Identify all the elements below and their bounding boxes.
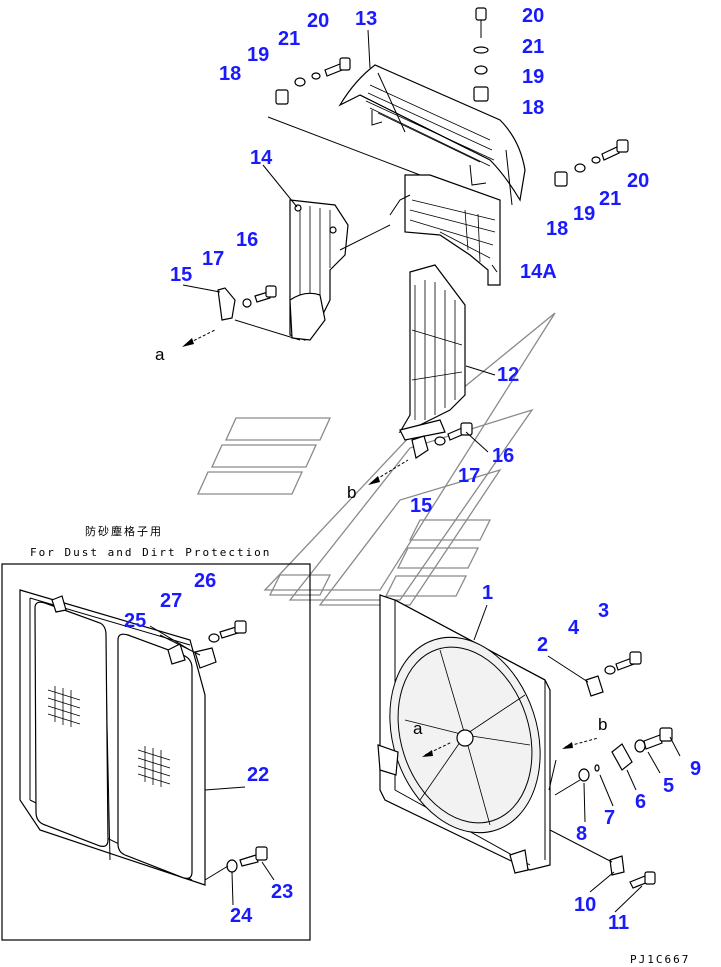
radiator-fan-guard-1 (377, 594, 551, 874)
view-tag: a (413, 719, 423, 738)
callout: 19 (522, 66, 544, 88)
callout: 3 (598, 600, 609, 622)
hardware-12-bracket (411, 422, 473, 459)
callout: 21 (278, 28, 300, 50)
callout: 15 (410, 495, 432, 517)
callout: 2 (537, 634, 548, 656)
callout: 9 (690, 758, 701, 780)
callout: 18 (546, 218, 568, 240)
view-arrow-b-lower: b (562, 715, 607, 749)
callout: 17 (202, 248, 224, 270)
view-tag: a (155, 345, 165, 364)
hardware-guard (548, 651, 673, 889)
callout: 14 (250, 147, 273, 169)
callout: 24 (230, 905, 253, 927)
view-arrow-a-lower: a (413, 719, 453, 757)
callout: 16 (492, 445, 514, 467)
drawing-code: PJ1C667 (630, 953, 690, 966)
hardware-mid-right (554, 139, 629, 187)
callout: 7 (604, 807, 615, 829)
shroud-lower-12 (398, 264, 466, 441)
caption-jp: 防砂塵格子用 (85, 524, 163, 538)
shroud-side-14 (289, 199, 349, 341)
hardware-top-right (473, 7, 489, 102)
callout: 12 (497, 364, 519, 386)
callout: 19 (573, 203, 595, 225)
callout: 4 (568, 617, 580, 639)
callout: 26 (194, 570, 216, 592)
callout: 13 (355, 8, 377, 30)
view-arrow-b-upper: b (347, 459, 409, 502)
mesh-pattern (47, 686, 171, 787)
callout: 19 (247, 44, 269, 66)
assembly-leaders (234, 72, 421, 341)
callout: 17 (458, 465, 480, 487)
callout: 11 (608, 912, 629, 934)
dust-protection-inset: 防砂塵格子用 For Dust and Dirt Protection (1, 524, 311, 941)
callout: 1 (482, 582, 493, 604)
callout: 8 (576, 823, 587, 845)
callout: 27 (160, 590, 182, 612)
callout: 20 (307, 10, 329, 32)
callout: 21 (599, 188, 621, 210)
callout: 15 (170, 264, 192, 286)
callout: 18 (219, 63, 241, 85)
callout: 20 (522, 5, 544, 27)
callout: 23 (271, 881, 293, 903)
callout-leaders (149, 29, 681, 913)
callout: 14A (520, 261, 557, 283)
view-arrow-a-upper: a (155, 329, 216, 364)
callout: 20 (627, 170, 649, 192)
callout: 18 (522, 97, 544, 119)
callout: 6 (635, 791, 646, 813)
callout: 22 (247, 764, 269, 786)
hardware-top-left (275, 57, 351, 105)
inset-frame (1, 563, 311, 941)
callout: 25 (124, 610, 146, 632)
view-tag: b (598, 715, 607, 734)
caption-en: For Dust and Dirt Protection (30, 546, 271, 559)
shroud-upper-14A (389, 174, 501, 286)
shroud-upper-13 (338, 64, 526, 206)
view-tag: b (347, 483, 356, 502)
callout: 10 (574, 894, 596, 916)
hardware-14-bracket (217, 285, 277, 321)
callout: 21 (522, 36, 544, 58)
callout: 16 (236, 229, 258, 251)
callouts: 20 21 13 19 18 20 21 19 18 20 21 19 18 1… (124, 5, 701, 934)
callout: 5 (663, 775, 674, 797)
